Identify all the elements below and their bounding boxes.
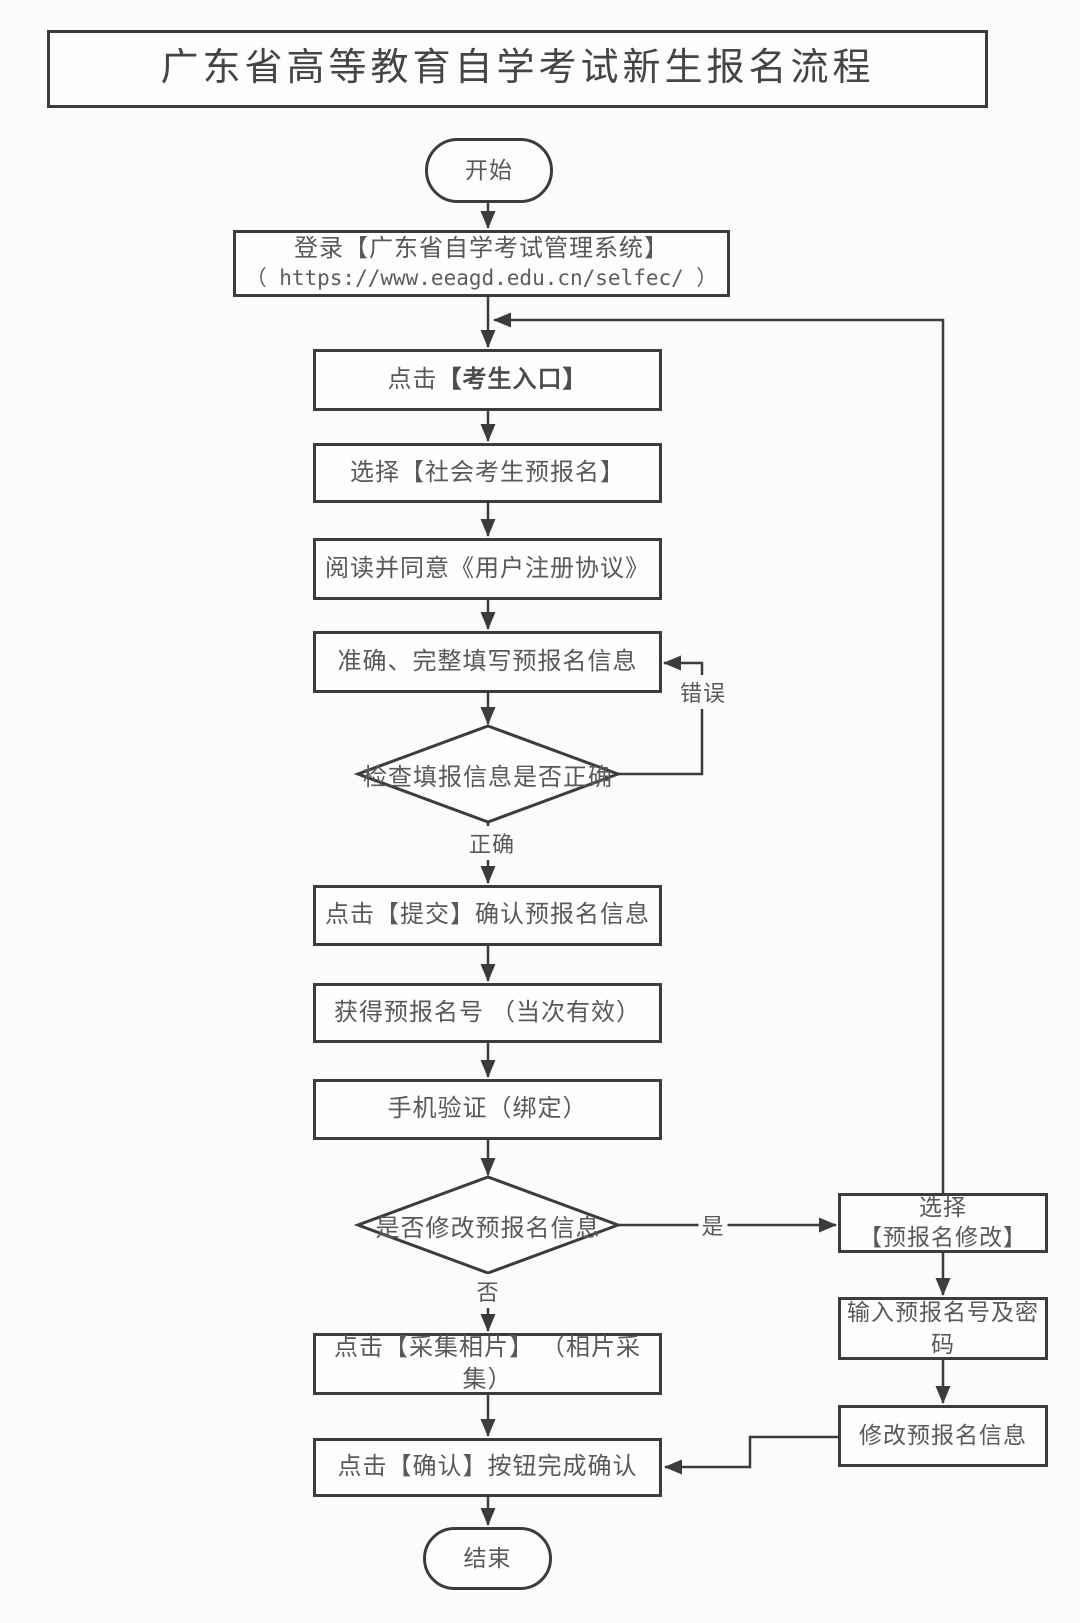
edge-label-no: 否 (473, 1274, 503, 1308)
node-select-prereg-modify: 选择 【预报名修改】 (838, 1193, 1048, 1253)
node-agreement: 阅读并同意《用户注册协议》 (313, 538, 662, 600)
node-confirm-button: 点击【确认】按钮完成确认 (313, 1438, 662, 1497)
decision-modify-label: 是否修改预报名信息 (375, 1215, 601, 1242)
node-end: 结束 (423, 1527, 552, 1590)
edge-modifyinfo-confirm (664, 1435, 838, 1475)
edge-label-yes: 是 (698, 1208, 728, 1242)
node-submit-confirm-info: 点击【提交】确认预报名信息 (313, 885, 662, 946)
page-title: 广东省高等教育自学考试新生报名流程 (47, 30, 988, 108)
select-modify-line1: 选择 (919, 1195, 967, 1221)
login-line1: 登录【广东省自学考试管理系统】 (294, 236, 669, 263)
node-select-social-prereg: 选择【社会考生预报名】 (313, 443, 662, 503)
edge-check-error-loop (618, 655, 704, 776)
node-collect-photo: 点击【采集相片】 （相片采集） (313, 1333, 662, 1395)
decision-modify-shape (353, 1175, 623, 1275)
login-url: （ https://www.eeagd.edu.cn/selfec/ ） (245, 266, 718, 291)
entry-prefix: 点击 (387, 366, 438, 393)
node-phone-verify: 手机验证（绑定） (313, 1079, 662, 1140)
edge-return-modify-main (493, 312, 945, 1193)
entry-bold-label: 【考生入口】 (437, 366, 588, 393)
select-modify-line2: 【预报名修改】 (859, 1225, 1027, 1250)
node-input-number-password: 输入预报名号及密码 (838, 1297, 1048, 1360)
decision-check-info-shape (353, 724, 623, 824)
node-login-system: 登录【广东省自学考试管理系统】 （ https://www.eeagd.edu.… (233, 230, 730, 297)
node-candidate-entry: 点击【考生入口】 (313, 349, 662, 411)
edge-label-error: 错误 (676, 675, 730, 709)
edge-label-correct: 正确 (465, 826, 519, 860)
decision-check-info-label: 检查填报信息是否正确 (363, 764, 613, 791)
node-start: 开始 (425, 138, 553, 203)
node-modify-prereg-info: 修改预报名信息 (838, 1405, 1048, 1467)
node-fill-prereg-info: 准确、完整填写预报名信息 (313, 631, 662, 693)
node-get-prereg-number: 获得预报名号 （当次有效） (313, 983, 662, 1043)
